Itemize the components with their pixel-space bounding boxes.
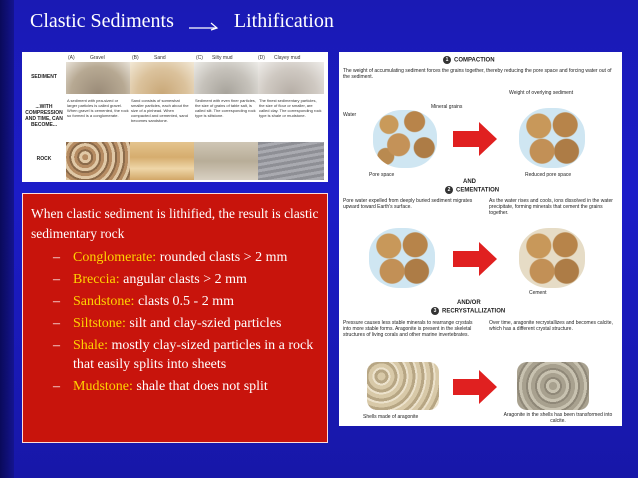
sandstone-sample xyxy=(130,142,194,180)
desc-gravel: A sediment with pea-sized or larger part… xyxy=(67,98,129,118)
list-item-breccia: –Breccia: angular clasts > 2 mm xyxy=(53,272,247,287)
shale-sample xyxy=(258,142,324,180)
label-water: Water xyxy=(343,112,357,118)
list-item-mudstone: –Mudstone: shale that does not split xyxy=(53,379,268,394)
desc-silt: Sediment with even finer particles, the … xyxy=(195,98,256,118)
label-cement: Cement xyxy=(529,290,547,296)
arrow-right-icon xyxy=(187,13,221,33)
label-reduced-pore: Reduced pore space xyxy=(525,172,572,178)
col-a-header: Gravel xyxy=(90,55,105,61)
step-cementation-text-left: Pore water expelled from deeply buried s… xyxy=(343,198,473,210)
rock-type-list: –Conglomerate: rounded clasts > 2 mm –Br… xyxy=(31,248,321,396)
col-d-header: Clayey mud xyxy=(274,55,301,61)
list-item-shale: –Shale: mostly clay-sized particles in a… xyxy=(53,338,314,372)
row-label-rock: ROCK xyxy=(36,156,52,162)
list-item-sandstone: –Sandstone: clasts 0.5 - 2 mm xyxy=(53,294,234,309)
aragonite-shells-image xyxy=(367,362,439,410)
list-item-conglomerate: –Conglomerate: rounded clasts > 2 mm xyxy=(53,250,288,265)
uncemented-grains-image xyxy=(369,228,435,288)
loose-grains-image xyxy=(373,110,437,168)
siltstone-sample xyxy=(194,142,258,180)
label-pore-space: Pore space xyxy=(369,172,395,178)
desc-clay: The finest sedimentary particles, the si… xyxy=(259,98,322,118)
textbox-intro: When clastic sediment is lithified, the … xyxy=(31,206,319,241)
arrow-right-icon xyxy=(453,122,497,156)
slide-title: Clastic Sediments Lithification xyxy=(30,10,334,33)
label-weight: Weight of overlying sediment xyxy=(509,90,574,96)
step-recrystallization-text-right: Over time, aragonite recrystallizes and … xyxy=(489,320,613,332)
arrow-right-icon xyxy=(453,242,497,276)
col-b-header: Sand xyxy=(154,55,166,61)
list-item-siltstone: –Siltstone: silt and clay-szied particle… xyxy=(53,316,282,331)
and-label: AND xyxy=(463,179,476,185)
label-shells: Shells made of aragonite xyxy=(363,414,419,420)
col-d-letter: (D) xyxy=(258,55,265,61)
title-right: Lithification xyxy=(233,10,334,32)
sediment-types-figure: (A) Gravel (B) Sand (C) Silty mud (D) Cl… xyxy=(22,52,328,182)
row-label-sediment: SEDIMENT xyxy=(31,74,57,80)
label-mineral-grains: Mineral grains xyxy=(431,104,463,110)
lithification-textbox: When clastic sediment is lithified, the … xyxy=(22,193,328,443)
compacted-grains-image xyxy=(519,108,585,168)
col-a-letter: (A) xyxy=(68,55,75,61)
col-b-letter: (B) xyxy=(132,55,139,61)
title-left: Clastic Sediments xyxy=(30,10,174,32)
silt-pile xyxy=(194,62,258,94)
arrow-right-icon xyxy=(453,370,497,404)
row-label-compression: ...WITH COMPRESSION AND TIME, CAN BECOME… xyxy=(25,104,63,128)
conglomerate-sample xyxy=(66,142,130,180)
cemented-grains-image xyxy=(519,228,585,288)
andor-label: AND/OR xyxy=(457,300,481,306)
desc-sand: Sand consists of somewhat smaller partic… xyxy=(131,98,189,123)
col-c-header: Silty mud xyxy=(212,55,233,61)
clay-pile xyxy=(258,62,324,94)
slide-left-bar xyxy=(0,0,14,478)
step-recrystallization-text-left: Pressure causes less stable minerals to … xyxy=(343,320,473,338)
gravel-pile xyxy=(66,62,130,94)
sand-pile xyxy=(130,62,194,94)
label-calcite: Aragonite in the shells has been transfo… xyxy=(503,412,613,424)
step-cementation-text-right: As the water rises and cools, ions disso… xyxy=(489,198,613,216)
calcite-shells-image xyxy=(517,362,589,410)
step-compaction-text: The weight of accumulating sediment forc… xyxy=(343,68,612,80)
col-c-letter: (C) xyxy=(196,55,203,61)
